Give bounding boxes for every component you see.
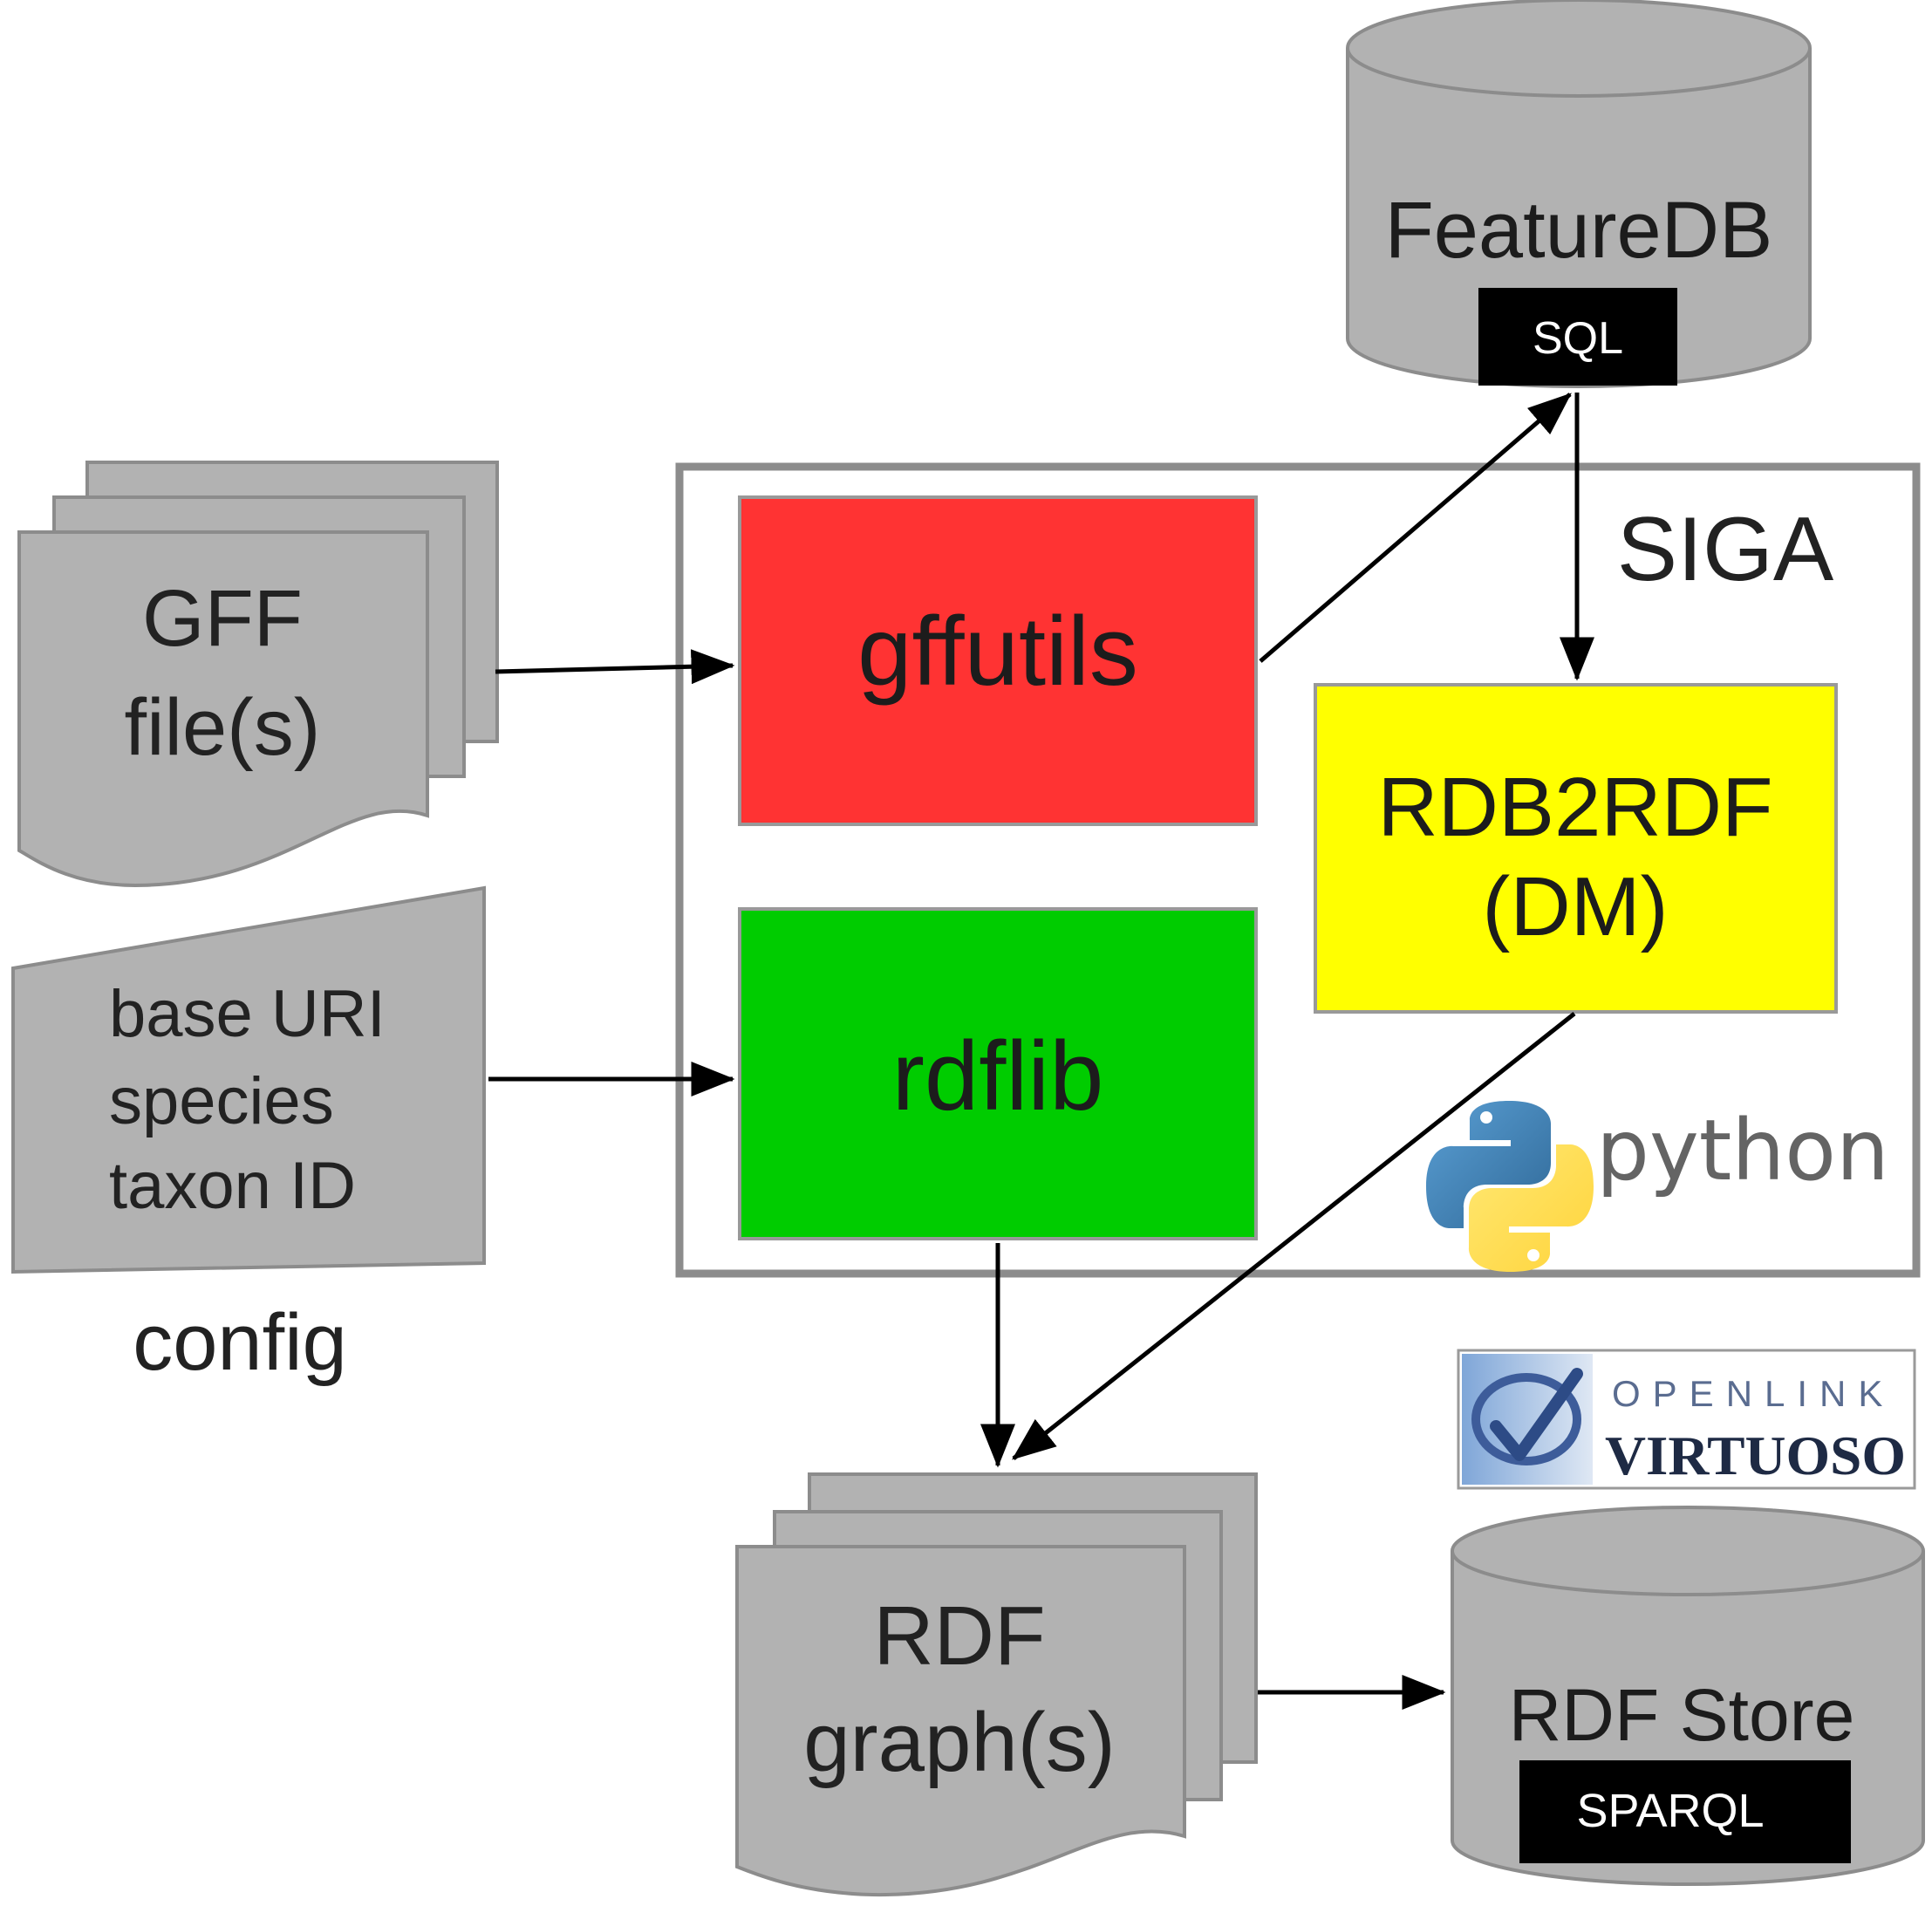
rdb2rdf-box — [1314, 683, 1838, 1014]
sql-tag-text: SQL — [1533, 313, 1623, 364]
config-caption: config — [133, 1298, 347, 1387]
rdb2rdf-label-line2: (DM) — [1482, 860, 1668, 953]
rdf-graphs-line2: graph(s) — [803, 1696, 1115, 1789]
rdflib-label: rdflib — [892, 1021, 1104, 1131]
gff-files-document-stack: GFF file(s) — [17, 461, 499, 888]
rdf-graphs-document-stack: RDF graph(s) — [735, 1472, 1258, 1897]
python-snake-icon — [1426, 1101, 1594, 1272]
featuredb-cylinder: FeatureDB SQL — [1346, 0, 1812, 388]
config-line3: taxon ID — [109, 1149, 356, 1223]
gffutils-box — [738, 495, 1258, 826]
sql-tag — [1478, 288, 1677, 386]
gff-label-line2: file(s) — [125, 683, 321, 772]
rdflib-box — [738, 907, 1258, 1240]
config-line2: species — [109, 1064, 334, 1138]
virtuoso-name-text: VIRTUOSO — [1605, 1424, 1906, 1486]
virtuoso-openlink-text: OPENLINK — [1612, 1373, 1894, 1414]
config-line1: base URI — [109, 977, 386, 1051]
virtuoso-logo: OPENLINK VIRTUOSO — [1457, 1349, 1916, 1490]
siga-label: SIGA — [1617, 499, 1834, 600]
rdb2rdf-label-line1: RDB2RDF — [1377, 761, 1772, 854]
sparql-tag — [1519, 1760, 1851, 1863]
python-logo: python — [1426, 1101, 1889, 1272]
config-manual-input: base URI species taxon ID — [11, 885, 486, 1274]
gff-label-line1: GFF — [142, 574, 303, 663]
arrow-rdb2rdf-to-rdf-graphs — [1012, 1012, 1576, 1460]
arrow-gffutils-to-featuredb — [1259, 393, 1572, 663]
connector-arrows — [488, 393, 1594, 1710]
arrow-gff-to-gffutils — [495, 649, 735, 685]
featuredb-label: FeatureDB — [1385, 186, 1773, 275]
virtuoso-check-icon — [1471, 1368, 1583, 1465]
rdf-graphs-line1: RDF — [873, 1589, 1045, 1683]
gffutils-label: gffutils — [857, 597, 1138, 706]
sparql-tag-text: SPARQL — [1576, 1785, 1764, 1837]
rdf-store-label: RDF Store — [1509, 1674, 1855, 1756]
python-logo-text: python — [1596, 1102, 1889, 1199]
rdf-store-cylinder: RDF Store SPARQL — [1451, 1506, 1925, 1886]
